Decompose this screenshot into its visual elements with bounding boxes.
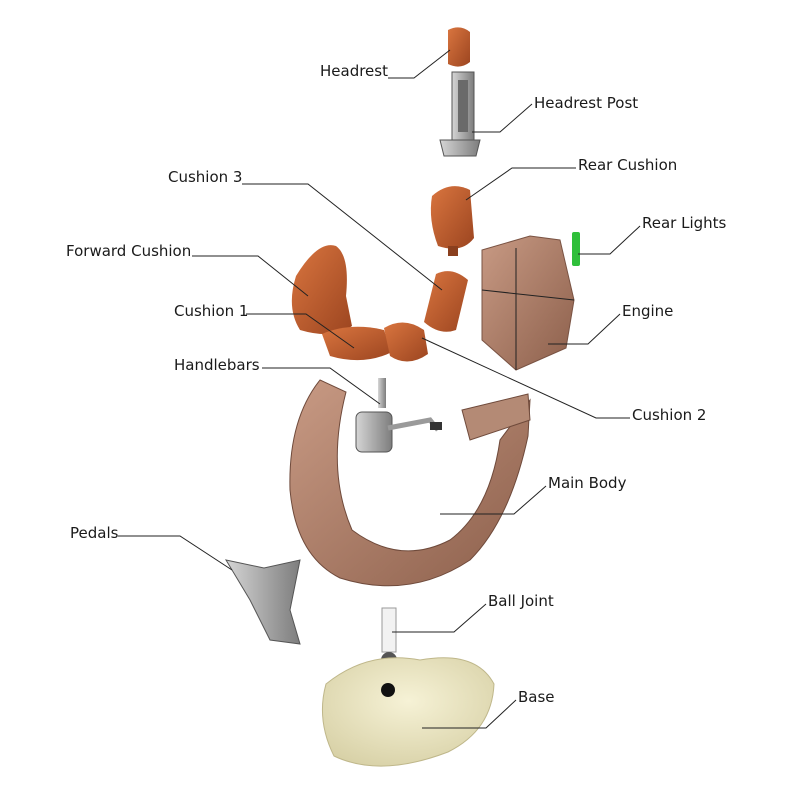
label-cushion-1: Cushion 1 <box>174 302 248 320</box>
leader-rear-cushion <box>465 167 576 201</box>
label-rear-cushion: Rear Cushion <box>578 156 677 174</box>
label-handlebars: Handlebars <box>174 356 260 374</box>
label-ball-joint: Ball Joint <box>488 592 554 610</box>
leader-base <box>422 699 517 729</box>
engine-part <box>481 235 575 371</box>
leader-handlebars <box>262 367 381 405</box>
cushion-3-part <box>424 271 468 332</box>
label-main-body: Main Body <box>548 474 627 492</box>
rear-lights-part <box>572 232 580 266</box>
label-cushion-2: Cushion 2 <box>632 406 706 424</box>
label-headrest-post: Headrest Post <box>534 94 638 112</box>
label-pedals: Pedals <box>70 524 119 542</box>
leader-ball-joint <box>392 603 487 633</box>
leader-pedals <box>118 535 233 571</box>
leader-rear-lights <box>578 225 641 255</box>
leader-forward-cushion <box>192 255 309 297</box>
leader-cushion-2 <box>421 337 630 419</box>
headrest-part <box>448 27 470 67</box>
rear-cushion-part <box>430 186 474 256</box>
leader-headrest-post <box>472 103 533 133</box>
forward-cushion-part <box>291 245 352 335</box>
label-base: Base <box>518 688 555 706</box>
leader-cushion-3 <box>242 183 443 291</box>
label-engine: Engine <box>622 302 673 320</box>
label-cushion-3: Cushion 3 <box>168 168 242 186</box>
leader-headrest <box>388 49 451 79</box>
label-forward-cushion: Forward Cushion <box>66 242 191 260</box>
cushion-1-part <box>322 326 392 361</box>
handlebars-part <box>355 378 442 453</box>
leader-cushion-1 <box>246 313 355 349</box>
headrest-post-part <box>439 71 481 157</box>
cushion-2-part <box>384 322 428 362</box>
pedals-part <box>224 559 301 645</box>
leader-main-body <box>440 485 547 515</box>
main-body-part <box>289 379 531 587</box>
label-headrest: Headrest <box>320 62 388 80</box>
base-part <box>321 657 495 767</box>
label-rear-lights: Rear Lights <box>642 214 727 232</box>
leader-engine <box>548 313 621 345</box>
